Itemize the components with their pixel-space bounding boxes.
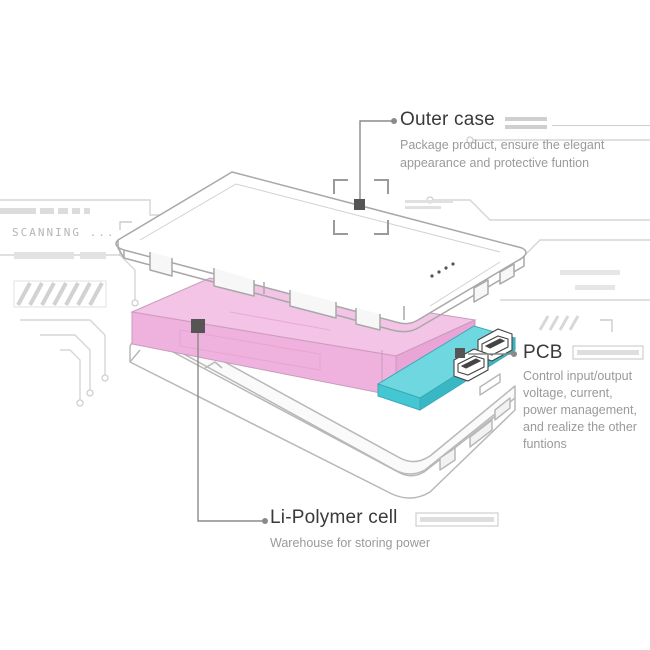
outer-case-marker [354, 199, 365, 210]
pcb-callout: PCB Control input/output voltage, curren… [523, 342, 648, 453]
hatch-block-right [538, 315, 580, 331]
cell-label-bar [415, 512, 499, 527]
pcb-label-bar [572, 345, 644, 360]
outer-case-top [115, 171, 527, 333]
cell-callout: Li-Polymer cell Warehouse for storing po… [270, 507, 530, 552]
pcb-marker [455, 348, 465, 358]
pcb-title: PCB [523, 342, 563, 363]
leader-end-dots [262, 118, 517, 524]
led-indicator-dots [430, 262, 455, 278]
cell-title: Li-Polymer cell [270, 507, 398, 528]
outer-case-description: Package product, ensure the elegant appe… [400, 138, 605, 170]
outer-case-title: Outer case [400, 109, 495, 130]
leader-lines [197, 120, 512, 522]
target-bracket [333, 179, 389, 235]
outer-case-lines [139, 183, 501, 307]
pcb-description: Control input/output voltage, current, p… [523, 369, 637, 451]
cell-description: Warehouse for storing power [270, 536, 431, 550]
cell-marker [191, 319, 205, 333]
hatch-block-left [16, 282, 104, 306]
bottom-frame [129, 319, 516, 499]
hatch-frame [13, 280, 107, 308]
scanning-label: SCANNING ... [12, 226, 116, 239]
outer-case-callout: Outer case Package product, ensure the e… [400, 109, 640, 172]
